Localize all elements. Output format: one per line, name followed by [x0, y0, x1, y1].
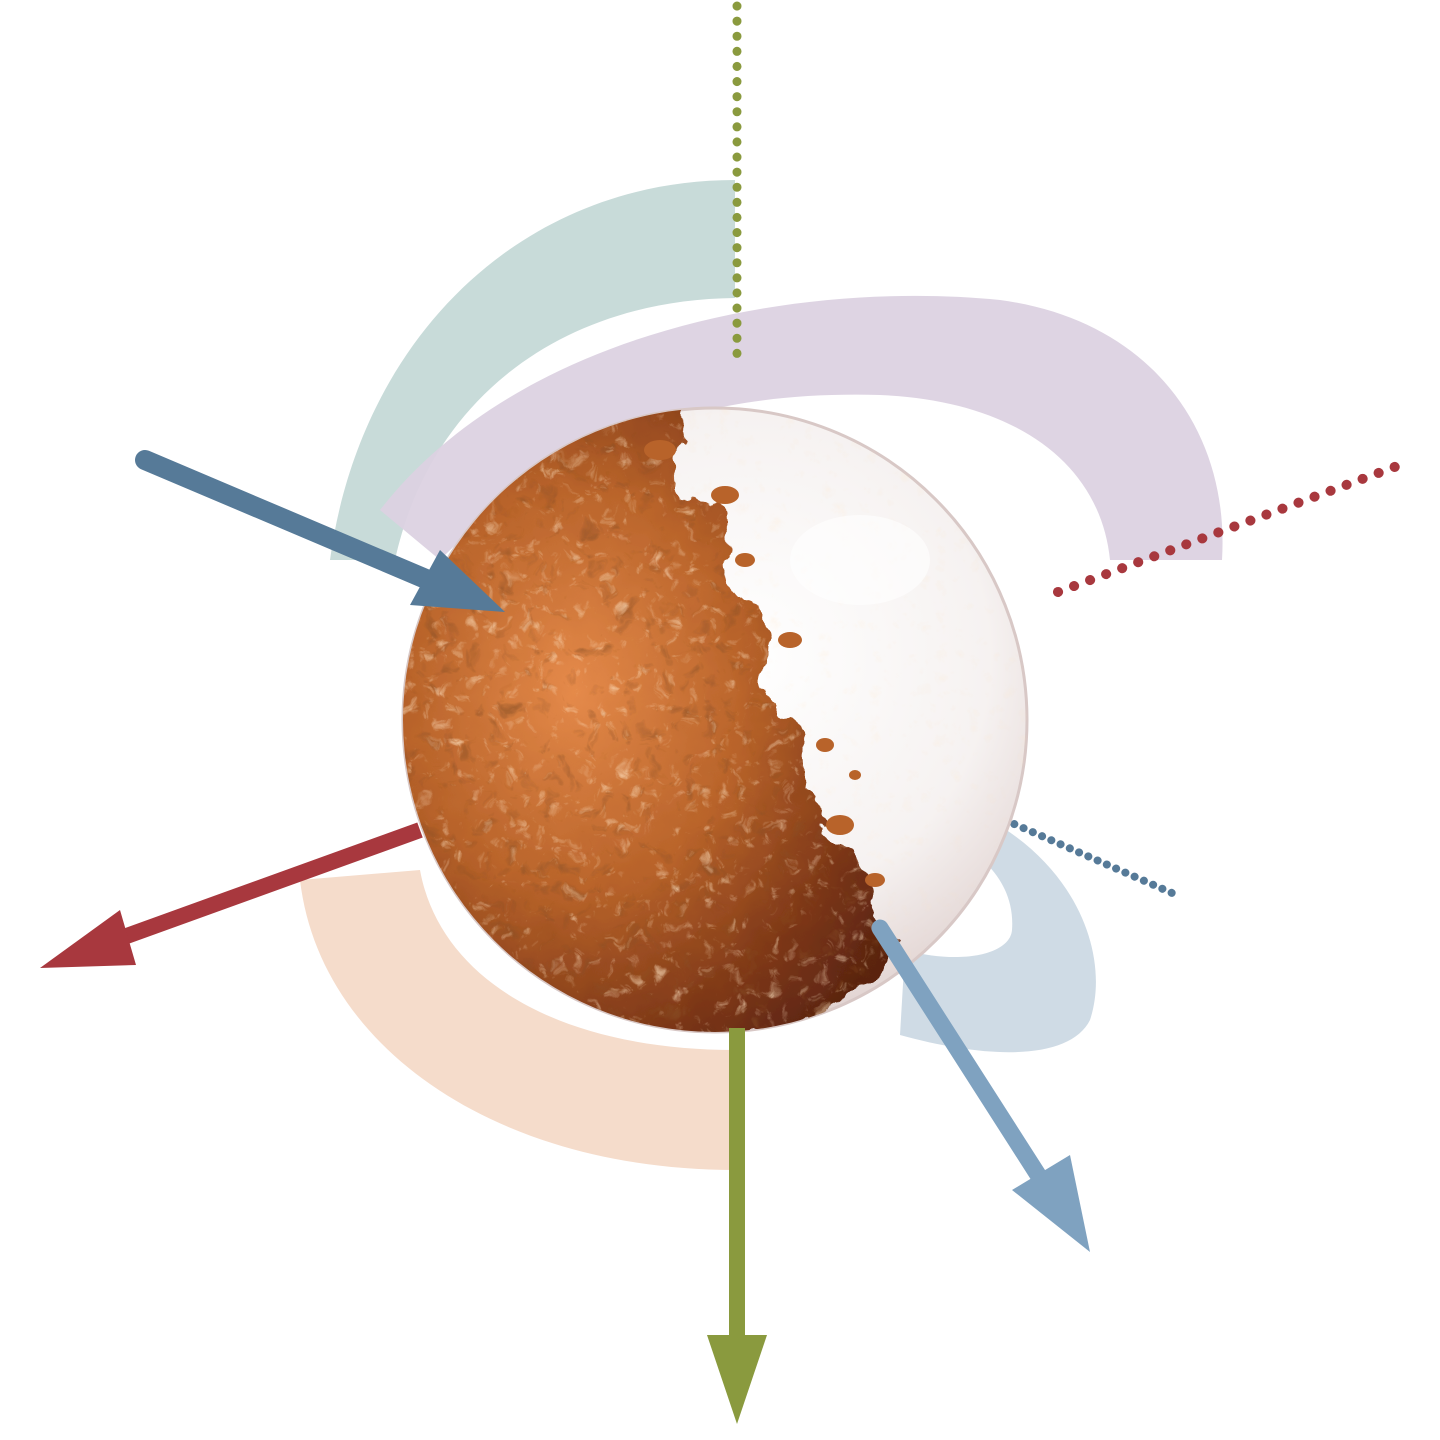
olive-axis-arrowhead — [707, 1335, 767, 1424]
blue-gray-rotation-band — [900, 820, 1096, 1053]
red-dotted-axis-extension — [1053, 457, 1413, 597]
light-blue-axis-arrowhead — [1012, 1155, 1090, 1252]
red-axis — [40, 822, 423, 968]
slate-blue-incoming-axis — [135, 450, 505, 612]
peach-rotation-band — [300, 870, 735, 1170]
blue-dotted-axis-extension — [1001, 816, 1176, 897]
red-axis-arrowhead — [40, 910, 136, 968]
light-blue-axis — [871, 919, 1090, 1252]
teal-rotation-band — [330, 180, 735, 560]
copper-flakes — [644, 440, 885, 887]
lavender-rotation-band — [380, 295, 1223, 560]
olive-vertical-axis — [707, 1028, 767, 1424]
half-copper-half-glass-sphere — [401, 406, 1029, 1034]
slate-blue-axis-arrowhead — [410, 550, 505, 612]
